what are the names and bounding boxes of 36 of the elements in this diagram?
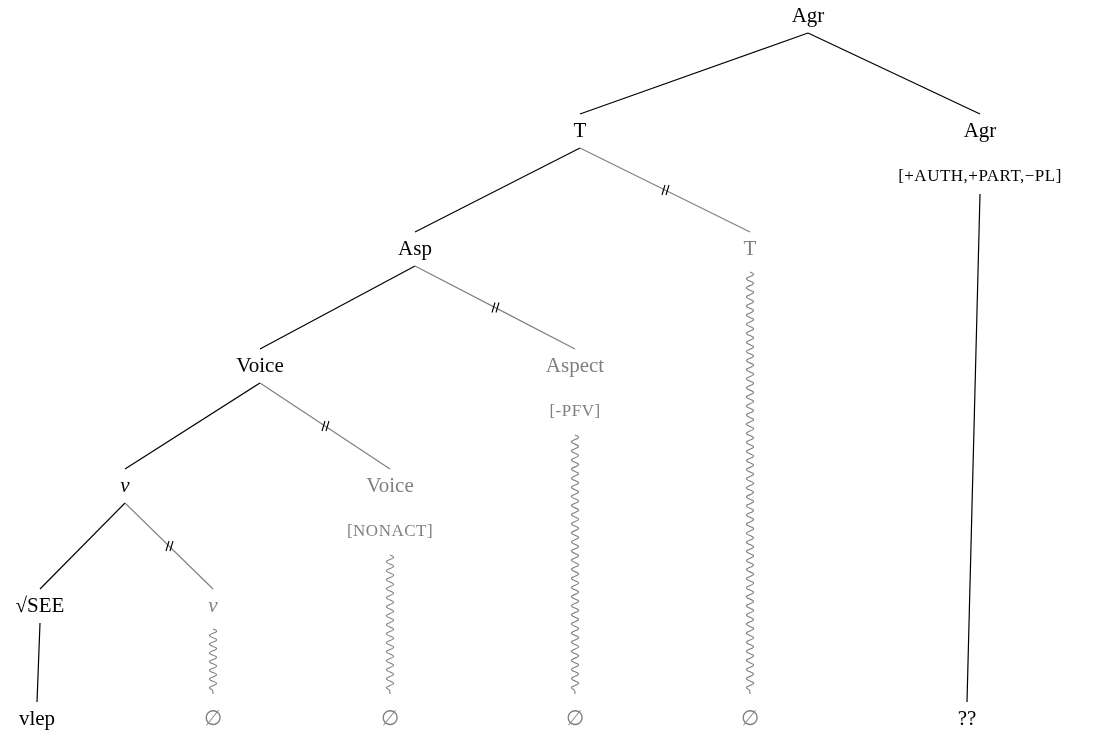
category-label: Voice (236, 353, 284, 377)
tree-branch (124, 382, 261, 470)
tree-branch (414, 147, 581, 233)
tree-branch (966, 193, 981, 703)
category-label: ∅ (204, 706, 222, 730)
category-label: Agr (963, 118, 997, 142)
category-label: Agr (791, 3, 825, 27)
tree-branch (579, 32, 809, 115)
category-label: ?? (957, 706, 977, 730)
category-label: v (208, 593, 218, 617)
tree-branch (579, 147, 751, 233)
wavy-line (570, 434, 580, 695)
tree-branch (259, 265, 416, 350)
category-label: Asp (398, 236, 432, 260)
category-label: T (743, 236, 757, 260)
category-label: ∅ (381, 706, 399, 730)
tree-branch (414, 265, 576, 350)
feature-label: [+AUTH,+PART,−PL] (898, 165, 1062, 187)
wavy-line (745, 271, 755, 695)
tree-branch (807, 32, 981, 115)
category-label: ∅ (741, 706, 759, 730)
tree-branch (259, 382, 391, 470)
wavy-line (208, 628, 218, 695)
category-label: √SEE (15, 593, 65, 617)
category-label: Voice (366, 473, 414, 497)
tree-branch (124, 502, 214, 590)
category-label: Aspect (545, 353, 605, 377)
feature-label: [NONACT] (346, 520, 434, 542)
category-label: T (573, 118, 587, 142)
category-label: v (120, 473, 130, 497)
tree-branch (36, 622, 41, 703)
category-label: ∅ (566, 706, 584, 730)
tree-branch (39, 502, 126, 590)
feature-label: [-PFV] (549, 400, 601, 422)
wavy-line (385, 554, 395, 695)
category-label: vlep (18, 706, 56, 730)
